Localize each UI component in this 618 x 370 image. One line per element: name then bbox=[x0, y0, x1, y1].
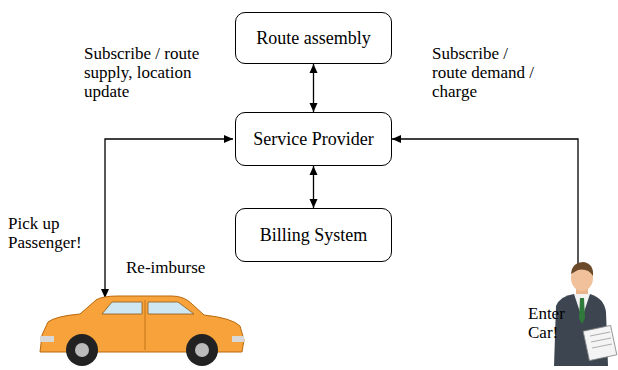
box-text: Route assembly bbox=[256, 28, 371, 49]
box-text: Billing System bbox=[260, 225, 368, 246]
flow-label: Pick up Passenger! bbox=[8, 214, 94, 252]
flow-label: Subscribe / route supply, location updat… bbox=[84, 44, 202, 101]
process-box: Route assembly bbox=[235, 12, 392, 64]
process-box: Billing System bbox=[235, 208, 392, 262]
flow-label: Enter Car! bbox=[528, 304, 574, 342]
connector-arrow bbox=[313, 64, 314, 112]
link-to-passenger bbox=[392, 139, 578, 290]
connector-arrow bbox=[313, 166, 314, 208]
taxi-car bbox=[40, 296, 244, 366]
flow-label: Subscribe / route demand / charge bbox=[432, 44, 546, 101]
box-text: Service Provider bbox=[253, 129, 373, 150]
flow-label: Re-imburse bbox=[126, 258, 226, 277]
process-box: Service Provider bbox=[235, 112, 392, 166]
link-to-taxi bbox=[105, 139, 233, 298]
